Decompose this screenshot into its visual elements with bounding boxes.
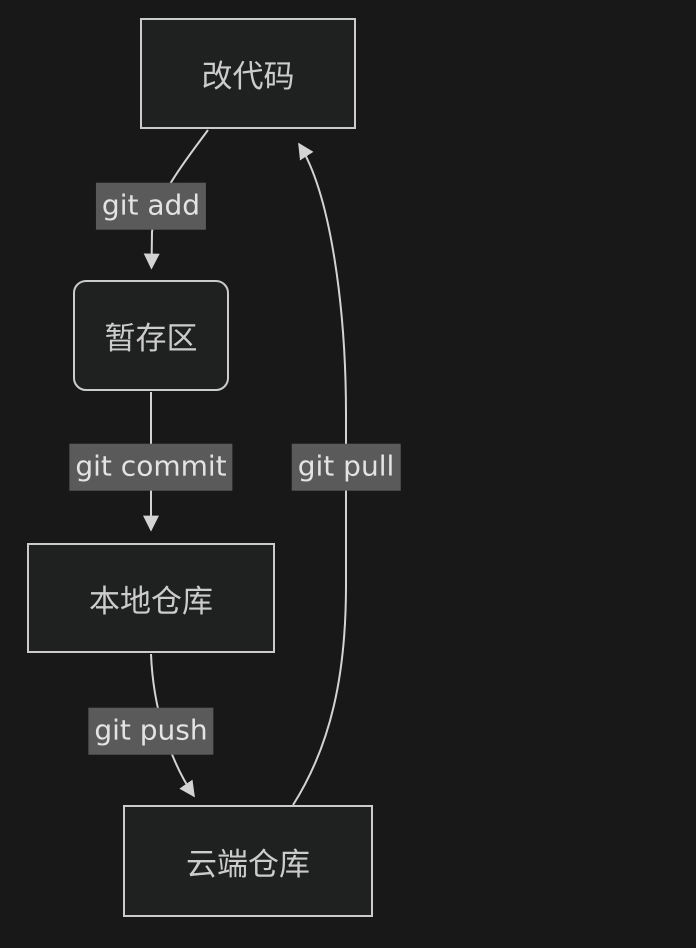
node-staging-area: 暂存区 [73, 280, 229, 391]
node-remote-repo: 云端仓库 [123, 805, 373, 917]
node-local-repo: 本地仓库 [27, 543, 275, 653]
node-local-repo-label: 本地仓库 [89, 583, 213, 620]
edge-label-git-add: git add [95, 182, 207, 230]
edge-label-git-commit: git commit [69, 443, 233, 491]
edge-git-pull [292, 142, 347, 806]
node-change-code: 改代码 [140, 18, 356, 129]
edge-label-git-pull: git pull [291, 443, 401, 491]
edge-label-git-push: git push [88, 707, 214, 755]
node-remote-repo-label: 云端仓库 [186, 846, 310, 883]
node-staging-area-label: 暂存区 [104, 321, 198, 357]
node-change-code-label: 改代码 [201, 59, 295, 95]
